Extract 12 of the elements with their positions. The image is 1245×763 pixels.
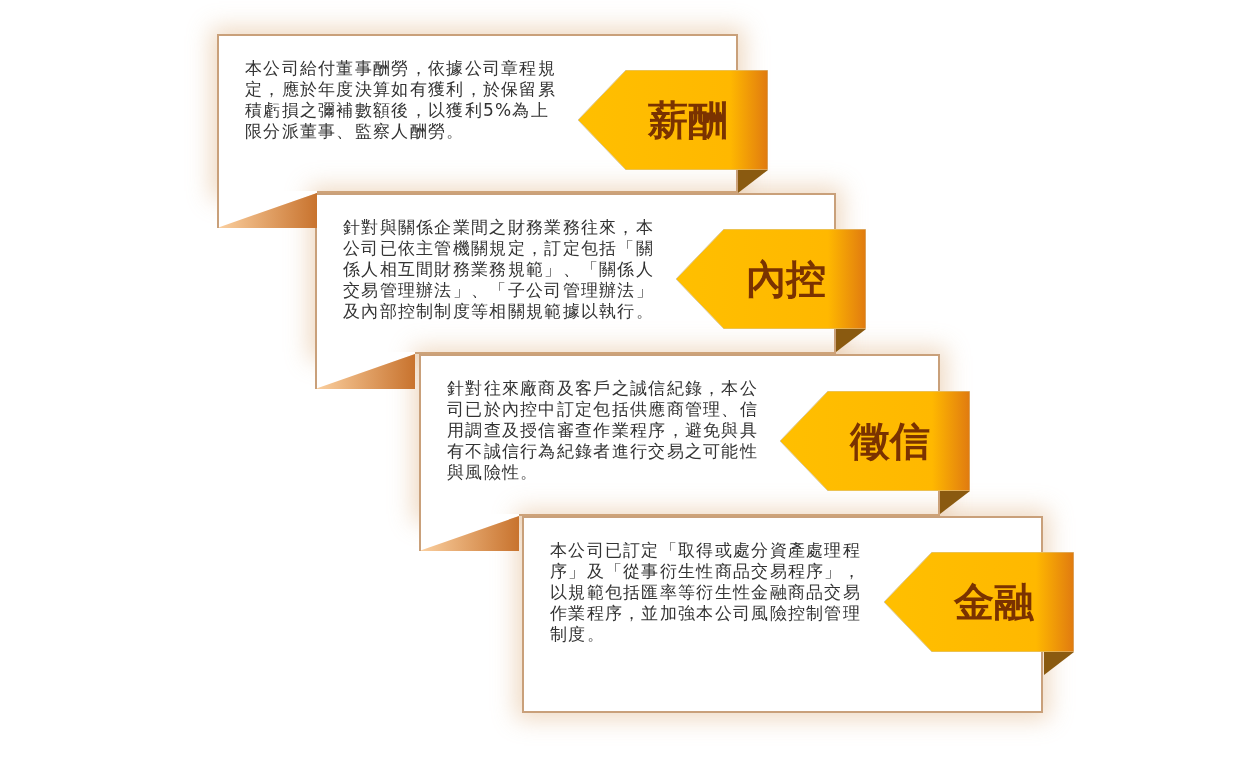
tag-label: 徵信 xyxy=(848,417,931,466)
tag-label: 內控 xyxy=(745,255,827,304)
description-text: 針對與關係企業間之財務業務往來，本公司已依主管機關規定，訂定包括「關係人相互間財務業務規範」、「關係人交易管理辦法」、「子公司管理辦法」及內部控制制度等相關規範據以執行。 xyxy=(343,217,656,322)
description-text: 針對往來廠商及客戶之誠信紀錄，本公司已於內控中訂定包括供應商管理、信用調查及授信審查作業程序，避免與具有不誠信行為紀錄者進行交易之可能性與風險性。 xyxy=(447,378,760,483)
ribbon-tag xyxy=(676,229,866,329)
ribbon-tag xyxy=(578,70,768,170)
description-text: 本公司給付董事酬勞，依據公司章程規定，應於年度決算如有獲利，於保留累積虧損之彌補數額後，以獲利5%為上限分派董事、監察人酬勞。 xyxy=(245,58,558,142)
ribbon-tag xyxy=(884,552,1074,652)
tag-label: 薪酬 xyxy=(647,96,729,145)
tag-label: 金融 xyxy=(952,578,1035,627)
ribbon-tag xyxy=(780,391,970,491)
description-text: 本公司已訂定「取得或處分資產處理程序」及「從事衍生性商品交易程序」，以規範包括匯率等衍生性金融商品交易作業程序，並加強本公司風險控制管理制度。 xyxy=(550,540,863,645)
